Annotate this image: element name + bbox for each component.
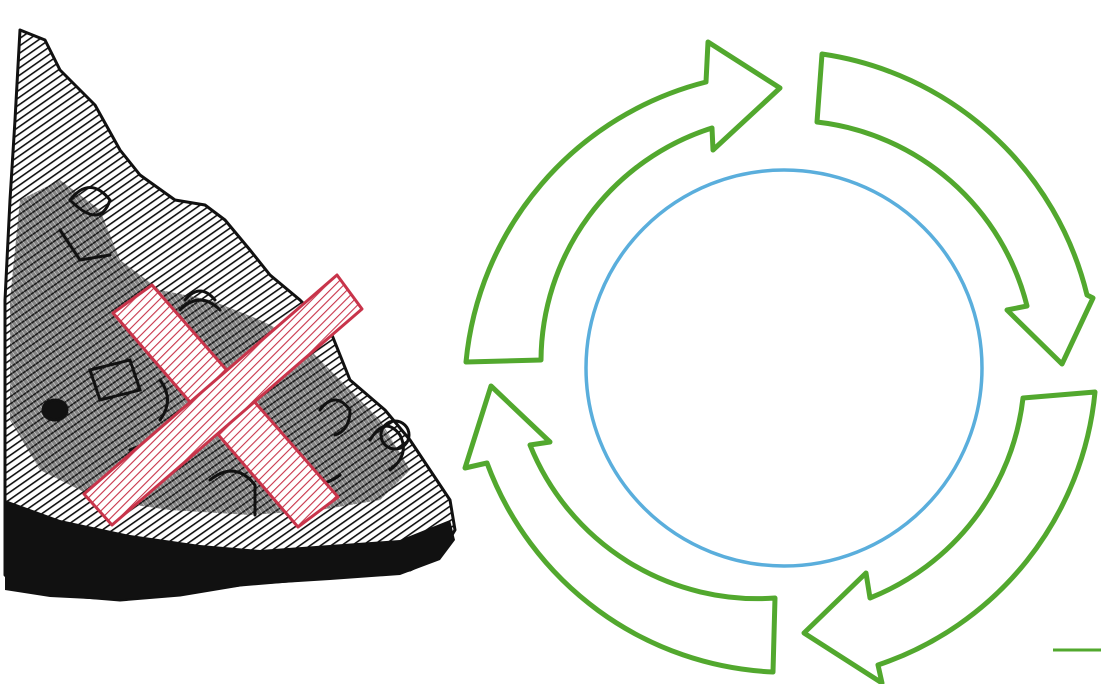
cycle-arrow-top-left [466, 42, 780, 362]
cycle-arrow-top-right [817, 54, 1093, 364]
inner-circle [586, 170, 982, 566]
waste-pile-icon [5, 30, 455, 600]
cycle-arrow-bottom-right [804, 392, 1095, 683]
cycle-arrow-bottom-left [465, 386, 775, 672]
recycle-cycle-icon [465, 42, 1101, 683]
